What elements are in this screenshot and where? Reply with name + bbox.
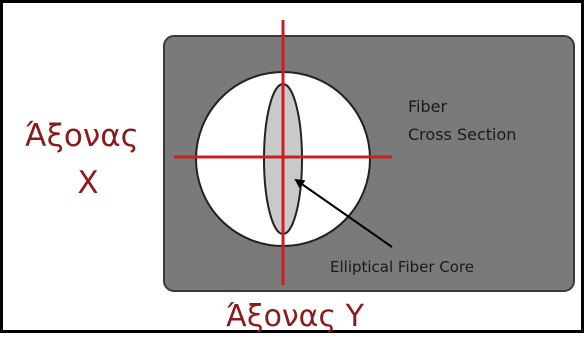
arrow-pointer-icon: [294, 178, 393, 248]
fiber-label-line1: Fiber: [408, 97, 447, 116]
axis-y-label: Άξονας Υ: [226, 299, 365, 333]
axis-x-label-line1: Άξονας: [25, 118, 139, 154]
axis-x-label-line2: X: [77, 165, 98, 201]
core-label: Elliptical Fiber Core: [330, 258, 474, 276]
fiber-label-line2: Cross Section: [408, 125, 516, 144]
